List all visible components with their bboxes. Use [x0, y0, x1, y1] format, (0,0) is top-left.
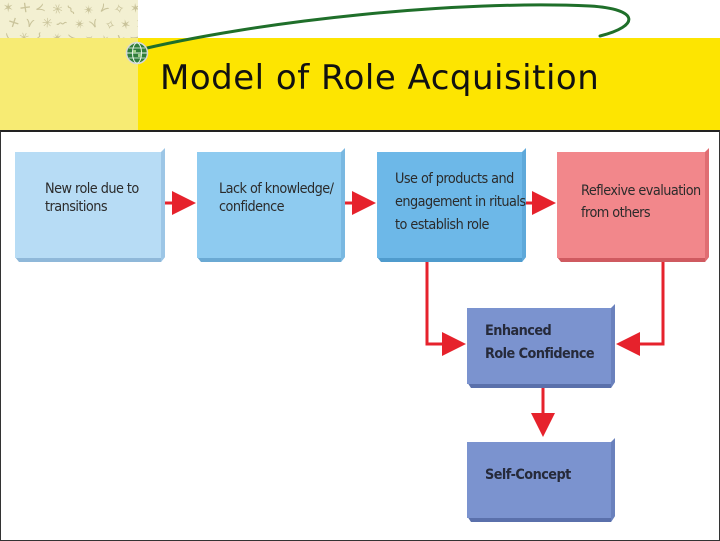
node-reflexive-evaluation-label: Reflexive evaluation from others — [581, 183, 701, 221]
page-title: Model of Role Acquisition — [160, 58, 600, 98]
node-lack-knowledge-label: Lack of knowledge/ confidence — [219, 181, 334, 215]
node-lack-knowledge — [197, 148, 345, 262]
diagram-canvas — [15, 148, 709, 522]
node-enhanced-confidence — [467, 304, 615, 388]
edge-group — [165, 191, 665, 437]
edge-use-to-enhanced — [425, 262, 466, 356]
globe-icon — [125, 41, 149, 65]
node-enhanced-confidence-label: Enhanced Role Confidence — [485, 323, 595, 362]
diagram-area: New role due to transitions Lack of know… — [0, 130, 720, 541]
title-bar — [0, 38, 720, 130]
orbit-line-decoration — [128, 3, 631, 54]
node-reflexive-evaluation — [557, 148, 709, 262]
node-use-products-label: Use of products and engagement in ritual… — [395, 171, 526, 233]
node-self-concept — [467, 438, 615, 522]
node-use-products — [377, 148, 526, 262]
node-new-role — [15, 148, 165, 262]
edge-reflexive-to-enhanced — [616, 262, 665, 356]
node-new-role-label: New role due to transitions — [45, 181, 139, 215]
pattern-glyph: ✶ — [2, 1, 14, 16]
node-self-concept-label: Self-Concept — [485, 467, 571, 483]
